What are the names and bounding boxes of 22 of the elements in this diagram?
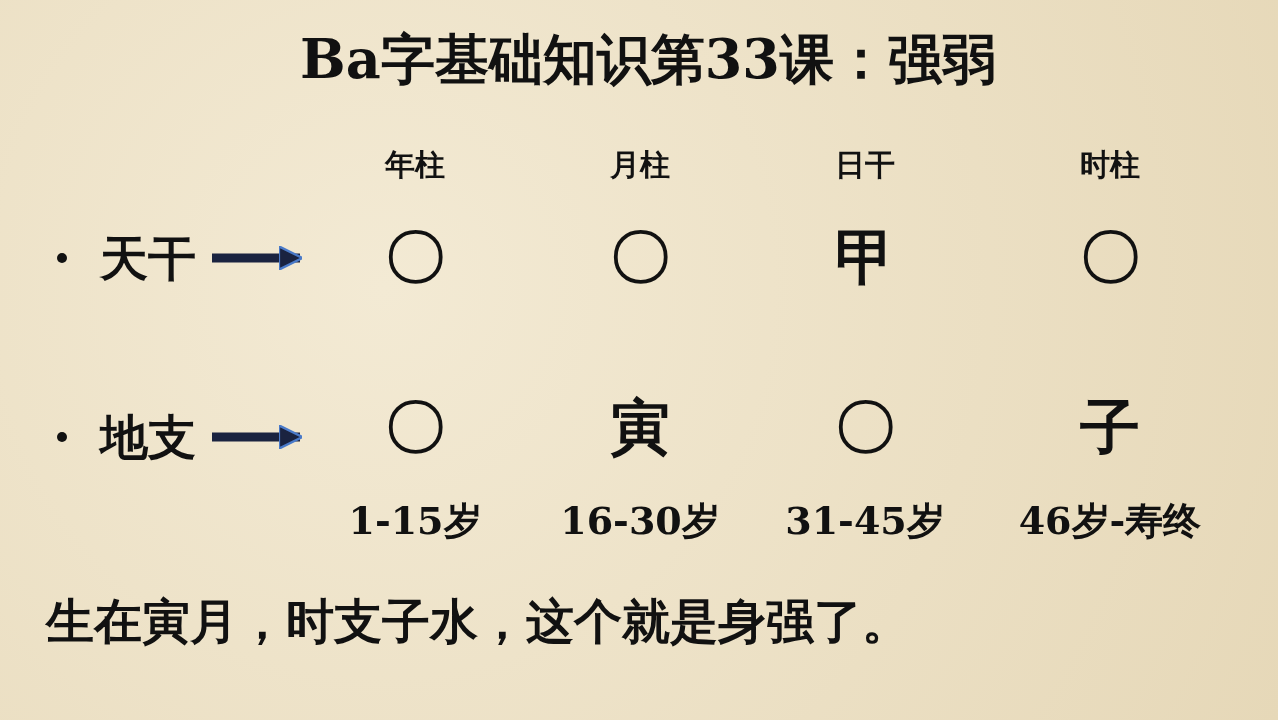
stem-character: 甲 [835, 220, 895, 294]
stem-character: 〇 [1080, 220, 1140, 294]
arrow [212, 424, 304, 450]
column-header: 时柱 [1080, 145, 1140, 184]
stem-character: 〇 [610, 220, 670, 294]
row-label: 天干 [100, 228, 196, 288]
age-range: 46岁-寿终 [1018, 496, 1202, 545]
row-label: 地支 [100, 407, 196, 467]
age-range: 16-30岁 [560, 496, 720, 545]
branch-character: 〇 [385, 390, 445, 464]
branch-character: 子 [1080, 390, 1140, 464]
column-header: 年柱 [385, 145, 445, 184]
stem-character: 〇 [385, 220, 445, 294]
age-range: 31-45岁 [785, 496, 945, 545]
branch-character: 〇 [835, 390, 895, 464]
column-header: 月柱 [610, 145, 670, 184]
branch-character: 寅 [610, 390, 670, 464]
conclusion-text: 生在寅月，时支子水，这个就是身强了。 [46, 592, 910, 651]
column-header: 日干 [835, 145, 895, 184]
slide-title: Ba字基础知识第33课：强弱 [300, 25, 996, 93]
age-range: 1-15岁 [348, 496, 482, 545]
arrow [212, 245, 304, 271]
